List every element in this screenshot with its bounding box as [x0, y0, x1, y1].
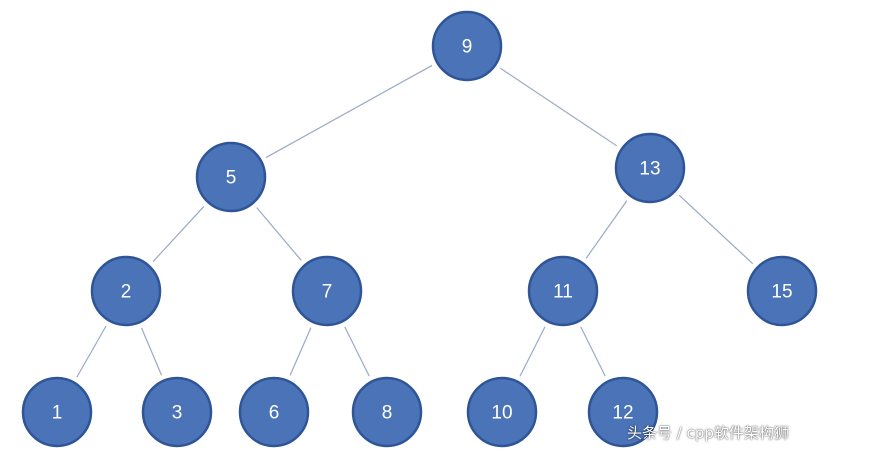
tree-node-13: 13 [614, 132, 686, 204]
node-label: 11 [553, 282, 573, 303]
node-label: 3 [172, 403, 183, 424]
tree-node-11: 11 [527, 255, 599, 327]
node-label: 7 [322, 282, 333, 303]
node-label: 15 [771, 282, 792, 303]
node-circle [466, 376, 538, 448]
tree-node-1: 1 [21, 376, 93, 448]
watermark-text: 头条号 / cpp软件架构狮 [627, 424, 789, 442]
node-circle [527, 255, 599, 327]
tree-node-12: 12 [587, 376, 659, 448]
node-label: 1 [52, 403, 63, 424]
node-circle [746, 255, 818, 327]
node-label: 10 [491, 403, 512, 424]
tree-node-15: 15 [746, 255, 818, 327]
node-circle [614, 132, 686, 204]
edge-n7-n8 [344, 326, 370, 377]
node-label: 13 [639, 159, 660, 180]
node-label: 6 [269, 403, 280, 424]
node-label: 8 [382, 403, 393, 424]
node-circle [141, 376, 213, 448]
node-label: 12 [612, 403, 633, 424]
tree-node-6: 6 [238, 376, 310, 448]
edge-n13-n15 [678, 194, 754, 265]
node-circle [195, 141, 267, 213]
node-circle [90, 255, 162, 327]
edge-n7-n6 [289, 327, 312, 376]
edge-n5-n2 [152, 206, 205, 262]
tree-node-3: 3 [141, 376, 213, 448]
node-circle [291, 255, 363, 327]
node-circle [21, 376, 93, 448]
edge-n5-n7 [256, 207, 302, 261]
edge-n2-n3 [140, 327, 163, 376]
tree-node-9: 9 [431, 10, 503, 82]
edges-layer [76, 64, 754, 378]
node-circle [351, 376, 423, 448]
tree-node-7: 7 [291, 255, 363, 327]
tree-node-8: 8 [351, 376, 423, 448]
node-label: 5 [226, 168, 237, 189]
edge-n11-n10 [519, 326, 546, 377]
node-circle [431, 10, 503, 82]
node-circle [238, 376, 310, 448]
node-circle [587, 376, 659, 448]
edge-n9-n13 [499, 67, 618, 147]
edge-n2-n1 [76, 325, 107, 378]
tree-node-2: 2 [90, 255, 162, 327]
node-label: 9 [462, 37, 473, 58]
edge-n13-n11 [585, 200, 628, 259]
edge-n11-n12 [580, 326, 606, 377]
tree-node-5: 5 [195, 141, 267, 213]
edge-n9-n5 [265, 64, 433, 159]
node-label: 2 [121, 282, 132, 303]
tree-node-10: 10 [466, 376, 538, 448]
